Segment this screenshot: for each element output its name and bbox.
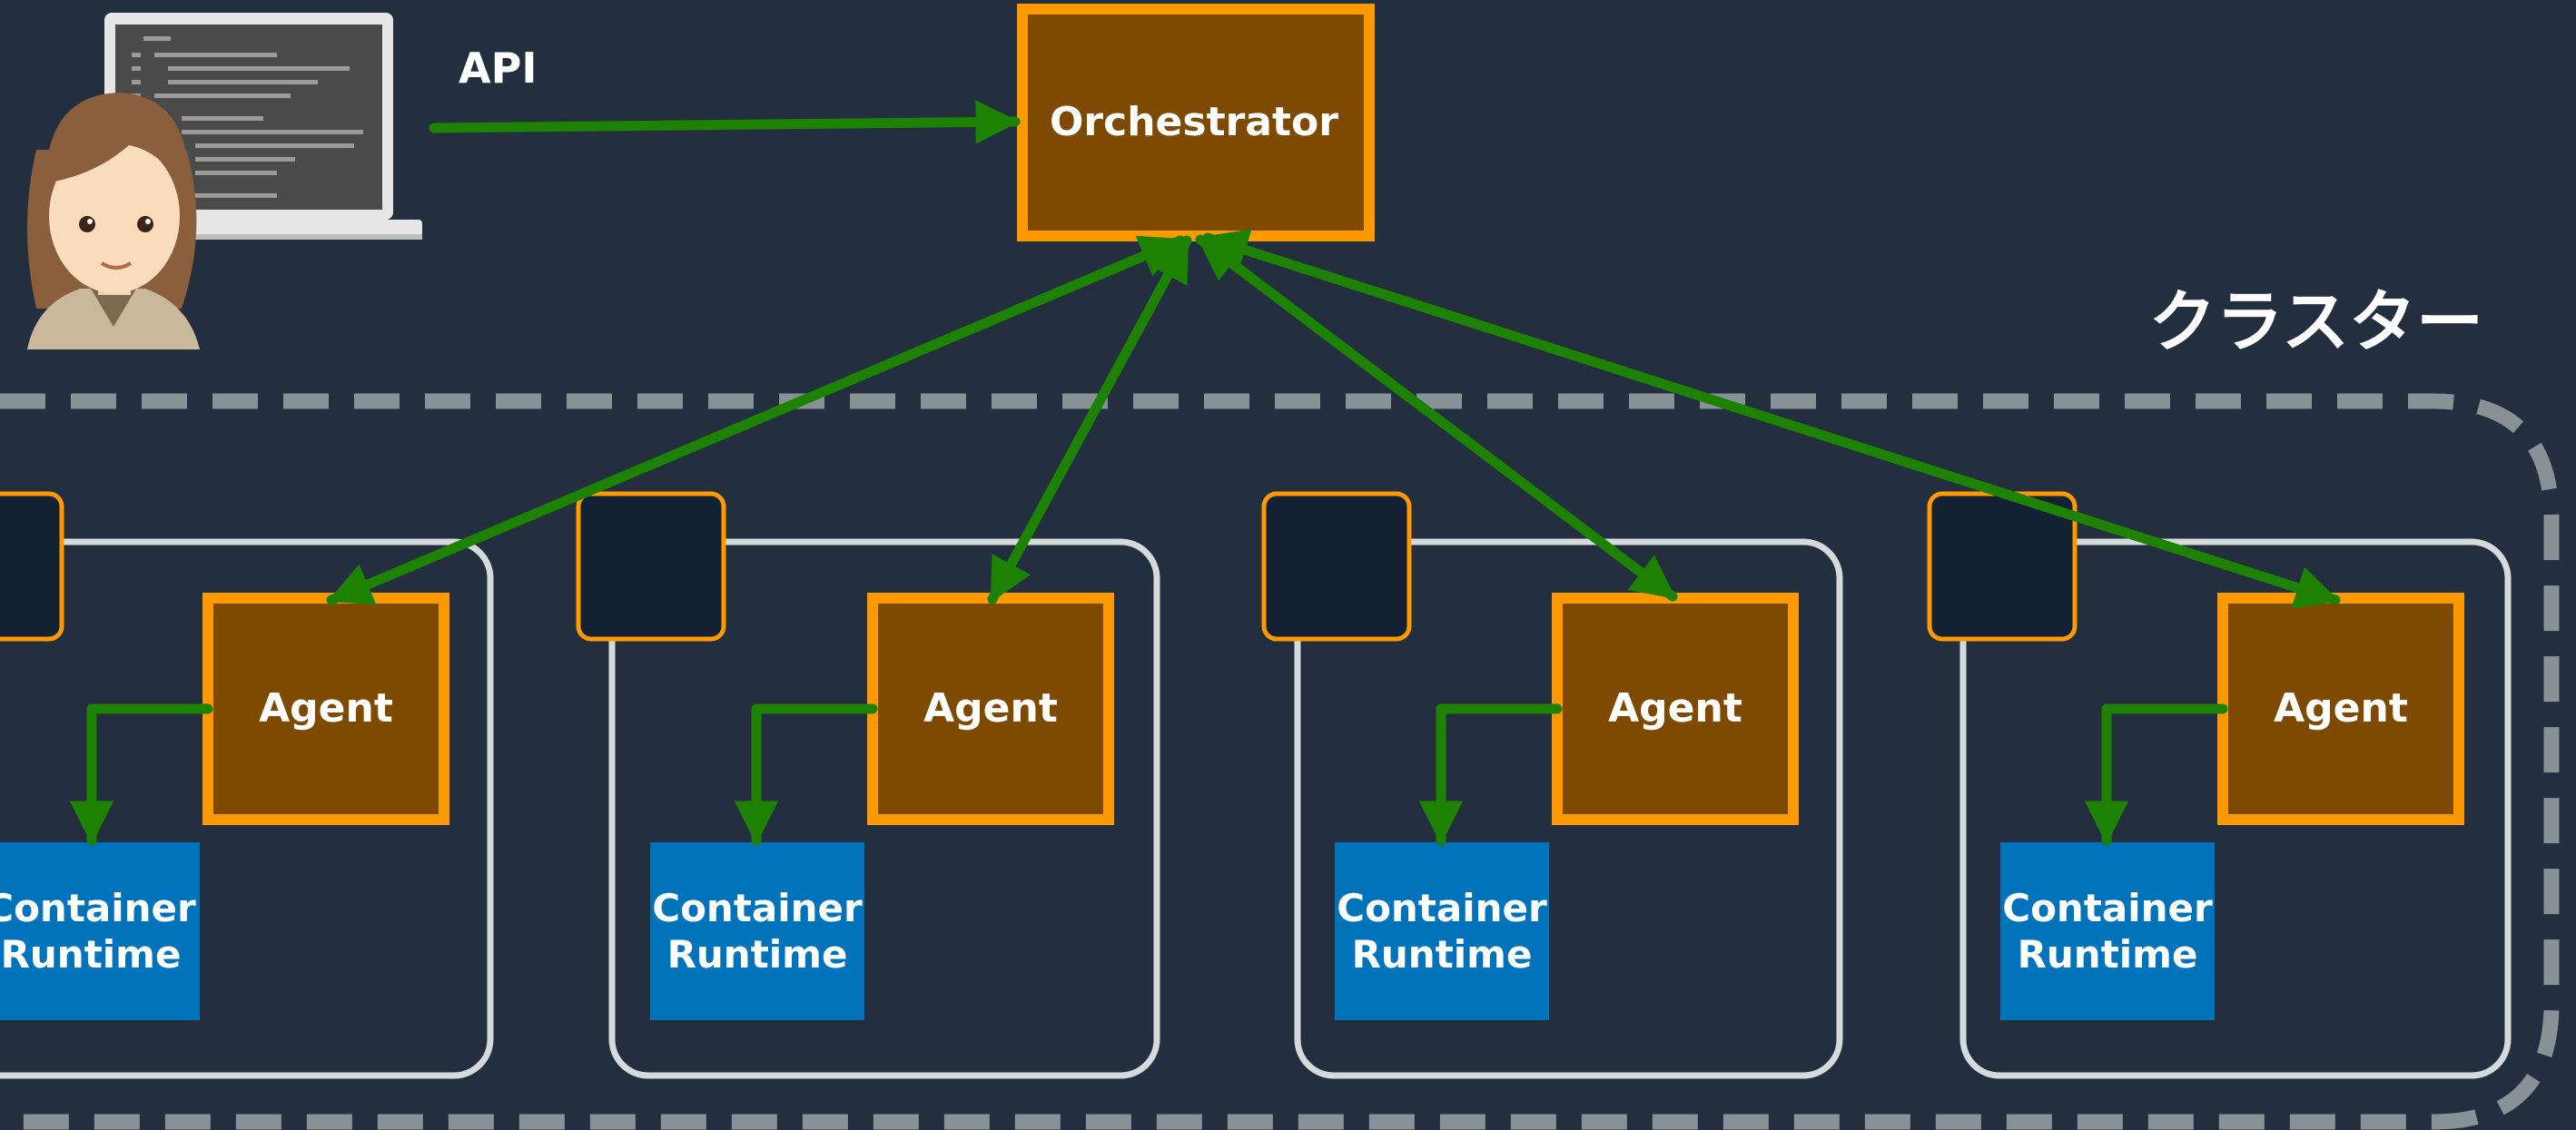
runtime-box [650,842,864,1020]
agent-runtime-arrow [2084,703,2228,846]
runtime-label: Container Runtime [652,885,863,977]
orchestrator-label: Orchestrator [1050,99,1338,146]
cluster-label: クラスター [2148,282,2483,361]
agent-runtime-arrow [1418,703,1563,846]
cluster-boundary [0,393,2560,1130]
agent-label: Agent [1608,685,1742,732]
api-arrow [429,100,1021,144]
user-avatar-icon [27,93,200,349]
node-chip [1261,491,1412,642]
agent-box [202,593,449,825]
node-box [0,538,494,1079]
agent-box [2217,593,2464,825]
node-chip [1927,491,2078,642]
node-chip [576,491,726,642]
runtime-label: Container Runtime [2002,885,2213,977]
runtime-box [2000,842,2215,1020]
agent-label: Agent [2274,685,2408,732]
orchestrator-agent-arrow [326,235,1186,605]
agent-label: Agent [923,685,1058,732]
runtime-box [1335,842,1549,1020]
agent-runtime-arrow [69,703,213,846]
agent-box [867,593,1114,825]
agent-label: Agent [259,685,393,732]
orchestrator-box [1017,4,1375,241]
runtime-label: Container Runtime [1337,885,1547,977]
agent-runtime-arrow [734,703,878,846]
orchestrator-agent-arrow [987,235,1192,604]
runtime-box [0,842,200,1020]
api-label: API [459,43,538,93]
runtime-label: Container Runtime [0,885,196,977]
node-chip [0,491,64,642]
orchestrator-agent-arrow [1202,229,2341,609]
agent-box [1552,593,1799,825]
